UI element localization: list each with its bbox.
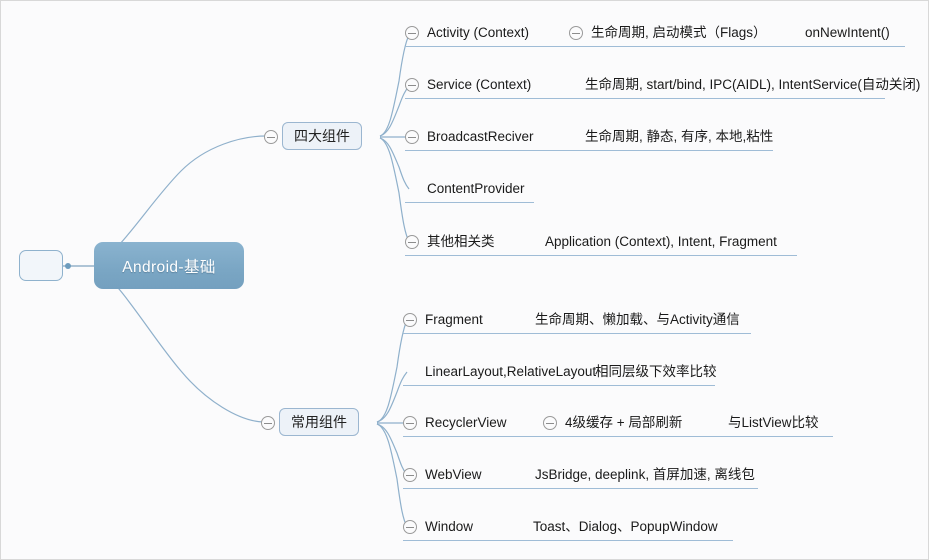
leaf-detail: 4级缓存 + 局部刷新 <box>565 415 683 430</box>
leaf-row[interactable]: LinearLayout,RelativeLayout 相同层级下效率比较 <box>403 358 717 386</box>
leaf-label: RecyclerView <box>425 415 507 430</box>
leaf-row[interactable]: Service (Context) 生命周期, start/bind, IPC(… <box>405 71 920 99</box>
row-underline <box>403 333 751 334</box>
leaf-label: Activity (Context) <box>427 25 530 40</box>
row-underline <box>405 202 534 203</box>
row-underline <box>405 46 905 47</box>
root-node-label: Android-基础 <box>122 258 216 276</box>
leaf-extra: onNewIntent() <box>805 25 890 40</box>
leaf-extra: 与ListView比较 <box>728 415 819 430</box>
leaf-label: WebView <box>425 467 482 482</box>
row-underline <box>403 385 715 386</box>
row-underline <box>405 150 773 151</box>
leaf-row[interactable]: Activity (Context) 生命周期, 启动模式（Flags） onN… <box>405 19 905 47</box>
leaf-label: LinearLayout,RelativeLayout <box>425 364 597 379</box>
leaf-row[interactable]: Window Toast、Dialog、PopupWindow <box>403 513 733 541</box>
leaf-detail: 生命周期, start/bind, IPC(AIDL), IntentServi… <box>585 77 921 92</box>
connector-dot <box>65 263 71 269</box>
collapse-minus-icon-other-related[interactable] <box>405 235 419 249</box>
collapse-minus-icon-activity[interactable] <box>405 26 419 40</box>
collapse-minus-icon-recyclerview-detail[interactable] <box>543 416 557 430</box>
collapse-minus-icon-branch-four-components[interactable] <box>264 130 278 144</box>
leaf-detail: Toast、Dialog、PopupWindow <box>533 519 718 534</box>
collapse-minus-icon-activity-detail[interactable] <box>569 26 583 40</box>
row-underline <box>403 436 833 437</box>
leaf-row[interactable]: BroadcastReciver 生命周期, 静态, 有序, 本地,粘性 <box>405 123 773 151</box>
branch-node-label: 常用组件 <box>291 414 347 430</box>
leaf-detail: 生命周期、懒加载、与Activity通信 <box>535 312 740 327</box>
row-underline <box>405 98 885 99</box>
leaf-detail: Application (Context), Intent, Fragment <box>545 234 777 249</box>
leaf-row[interactable]: ContentProvider <box>405 175 534 203</box>
leaf-row[interactable]: RecyclerView 4级缓存 + 局部刷新 与ListView比较 <box>403 409 833 437</box>
collapse-minus-icon-window[interactable] <box>403 520 417 534</box>
collapse-minus-icon-fragment[interactable] <box>403 313 417 327</box>
leaf-row[interactable]: WebView JsBridge, deeplink, 首屏加速, 离线包 <box>403 461 758 489</box>
leaf-detail: 相同层级下效率比较 <box>595 364 717 379</box>
collapse-minus-icon-broadcastreciver[interactable] <box>405 130 419 144</box>
leaf-label: BroadcastReciver <box>427 129 534 144</box>
row-underline <box>403 488 758 489</box>
leaf-label: Window <box>425 519 474 534</box>
row-underline <box>403 540 733 541</box>
row-underline <box>405 255 797 256</box>
root-node[interactable]: Android-基础 <box>94 242 244 289</box>
leaf-label: 其他相关类 <box>427 234 495 249</box>
stub-node[interactable] <box>19 250 63 281</box>
leaf-detail: JsBridge, deeplink, 首屏加速, 离线包 <box>535 467 755 482</box>
leaf-label: Fragment <box>425 312 483 327</box>
leaf-row[interactable]: Fragment 生命周期、懒加载、与Activity通信 <box>403 306 751 334</box>
branch-node-common-widgets[interactable]: 常用组件 <box>279 408 359 436</box>
collapse-minus-icon-branch-common-widgets[interactable] <box>261 416 275 430</box>
leaf-detail: 生命周期, 启动模式（Flags） <box>591 25 767 40</box>
collapse-minus-icon-webview[interactable] <box>403 468 417 482</box>
leaf-detail: 生命周期, 静态, 有序, 本地,粘性 <box>585 129 774 144</box>
branch-node-label: 四大组件 <box>294 128 350 144</box>
leaf-label: Service (Context) <box>427 77 532 92</box>
branch-node-four-components[interactable]: 四大组件 <box>282 122 362 150</box>
leaf-label: ContentProvider <box>427 181 525 196</box>
collapse-minus-icon-service[interactable] <box>405 78 419 92</box>
collapse-minus-icon-recyclerview[interactable] <box>403 416 417 430</box>
leaf-row[interactable]: 其他相关类 Application (Context), Intent, Fra… <box>405 228 797 256</box>
